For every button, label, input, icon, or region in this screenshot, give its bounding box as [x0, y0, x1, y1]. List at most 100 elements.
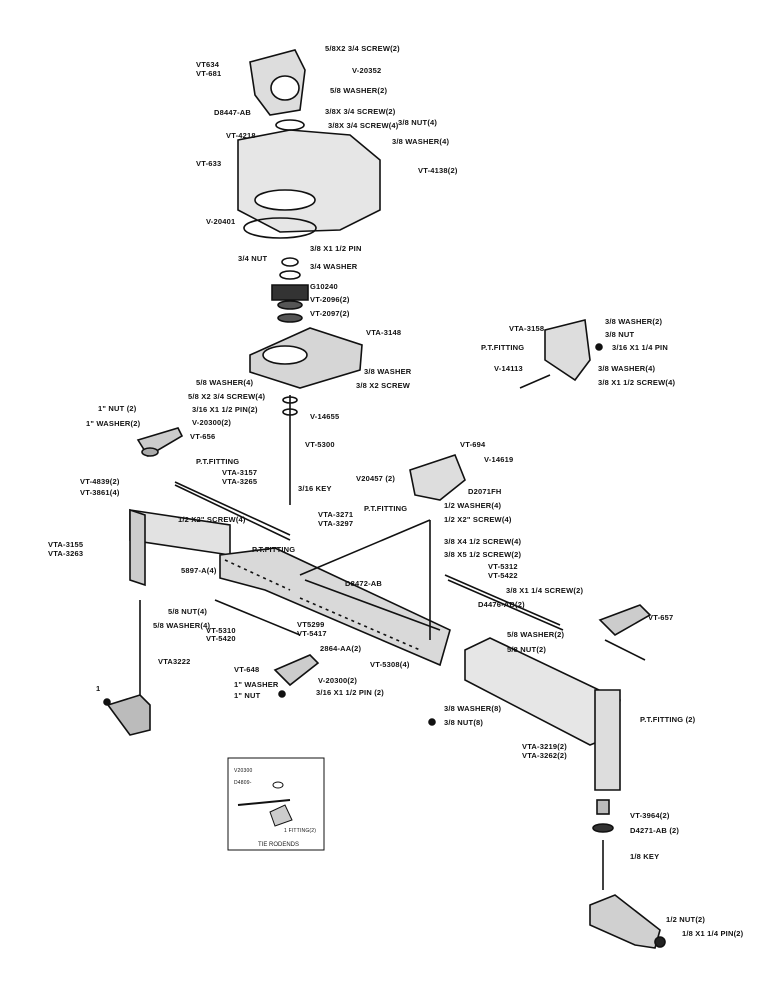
label-screw4-d: 3/8 X4 1/2 SCREW(4)	[444, 537, 522, 546]
label-vta3263: VTA-3263	[48, 549, 84, 558]
label-screw2: 3/8X 3/4 SCREW(2)	[325, 107, 396, 116]
label-vt2097: VT-2097(2)	[310, 309, 350, 318]
label-washer1: 1" WASHER(2)	[86, 419, 141, 428]
label-washer1b: 1" WASHER	[234, 680, 279, 689]
label-d8472: D8472-AB	[345, 579, 383, 588]
label-d2071: D2071FH	[468, 487, 502, 496]
label-pin2-f: 1/8 X1 1/4 PIN(2)	[682, 929, 744, 938]
label-ptfit-r: P.T.FITTING	[481, 343, 525, 352]
label-nut2-e: 5/8 NUT(2)	[507, 645, 547, 654]
label-screw4-b: 5/8 X2 3/4 SCREW(4)	[188, 392, 266, 401]
label-vt2096: VT-2096(2)	[310, 295, 350, 304]
label-s2864: 2864-AA(2)	[320, 644, 362, 653]
label-vt656: VT-656	[190, 432, 216, 441]
label-screw4-c: 1/2 X2" SCREW(4)	[444, 515, 512, 524]
label-washer4: 3/8 WASHER(4)	[392, 137, 450, 146]
label-screw-b: 3/8 X2 SCREW	[356, 381, 411, 390]
label-screw-top: 5/8X2 3/4 SCREW(2)	[325, 44, 400, 53]
label-nut8: 3/8 NUT(8)	[444, 718, 484, 727]
label-v20352: V-20352	[352, 66, 382, 75]
label-vt5312: VT-5312	[488, 562, 518, 571]
label-s5897: 5897-A(4)	[181, 566, 217, 575]
label-washer4-c: 1/2 WASHER(4)	[444, 501, 502, 510]
label-d8447: D8447-AB	[214, 108, 252, 117]
label-washer4-r: 3/8 WASHER(4)	[598, 364, 656, 373]
label-washer2-r: 3/8 WASHER(2)	[605, 317, 663, 326]
label-pin-r: 3/16 X1 1/4 PIN	[612, 343, 668, 352]
label-screw4-r: 3/8 X1 1/2 SCREW(4)	[598, 378, 676, 387]
label-screw4-l: 1/2 X2" SCREW(4)	[178, 515, 246, 524]
label-vt5300: VT-5300	[305, 440, 335, 449]
label-nut1: 1" NUT (2)	[98, 404, 137, 413]
label-vta3222: VTA3222	[158, 657, 191, 666]
label-vta3157: VTA-3157	[222, 468, 258, 477]
label-washer4-b: 5/8 WASHER(4)	[196, 378, 254, 387]
label-ptfit-c: P.T.FITTING	[364, 504, 408, 513]
label-ptfit-c2: P.T.FITTING	[252, 545, 296, 554]
label-pin2-b: 3/16 X1 1/2 PIN (2)	[316, 688, 385, 697]
label-vta3297: VTA-3297	[318, 519, 354, 528]
label-vt5417: VT-5417	[297, 629, 327, 638]
label-nut2-f: 1/2 NUT(2)	[666, 915, 706, 924]
label-g10240: G10240	[310, 282, 338, 291]
label-v20401: V-20401	[206, 217, 236, 226]
label-vt634: VT634	[196, 60, 220, 69]
label-ptfit2: P.T.FITTING (2)	[640, 715, 696, 724]
label-vta3148: VTA-3148	[366, 328, 402, 337]
label-vta3158: VTA-3158	[509, 324, 545, 333]
label-vt633: VT-633	[196, 159, 222, 168]
label-v20300: V-20300(2)	[192, 418, 232, 427]
label-vt4839: VT-4839(2)	[80, 477, 120, 486]
label-nut-r: 3/8 NUT	[605, 330, 635, 339]
label-v14655: V-14655	[310, 412, 340, 421]
label-ptfit-m: P.T.FITTING	[196, 457, 240, 466]
label-vt5422: VT-5422	[488, 571, 518, 580]
label-v20457: V20457 (2)	[356, 474, 396, 483]
label-vta3155: VTA-3155	[48, 540, 84, 549]
label-nut4-l: 5/8 NUT(4)	[168, 607, 208, 616]
label-vt5299: VT5299	[297, 620, 325, 629]
label-key2: 1/8 KEY	[630, 852, 660, 861]
label-nut1b: 1" NUT	[234, 691, 261, 700]
label-d4476: D4476-AB(2)	[478, 600, 525, 609]
label-v14113: V-14113	[494, 364, 523, 373]
label-vt681: VT-681	[196, 69, 222, 78]
label-vt3861: VT-3861(4)	[80, 488, 120, 497]
label-vta3271: VTA-3271	[318, 510, 354, 519]
inset-label-v20300: V20300	[234, 768, 253, 774]
tie-rod-end-inset	[227, 757, 325, 851]
label-nut-a: 3/4 NUT	[238, 254, 268, 263]
label-vt4138: VT-4138(2)	[418, 166, 458, 175]
label-vt694: VT-694	[460, 440, 486, 449]
label-vta3219: VTA-3219(2)	[522, 742, 567, 751]
label-washer-top: 5/8 WASHER(2)	[330, 86, 388, 95]
inset-title: TIE RODENDS	[258, 842, 300, 848]
label-vt4218: VT-4218	[226, 131, 256, 140]
label-vt5420: VT-5420	[206, 634, 236, 643]
label-screw2-e: 3/8 X1 1/4 SCREW(2)	[506, 586, 584, 595]
label-vt3964: VT-3964(2)	[630, 811, 670, 820]
label-pin2-a: 3/16 X1 1/2 PIN(2)	[192, 405, 258, 414]
label-vt5310: VT-5310	[206, 626, 236, 635]
label-screw2-d: 3/8 X5 1/2 SCREW(2)	[444, 550, 522, 559]
label-nut4: 3/8 NUT(4)	[398, 118, 438, 127]
label-d4271: D4271-AB (2)	[630, 826, 680, 835]
label-key: 3/16 KEY	[298, 484, 332, 493]
label-vt5308: VT-5308(4)	[370, 660, 410, 669]
label-washer-b: 3/8 WASHER	[364, 367, 412, 376]
steering-housing	[237, 129, 381, 233]
label-screw4: 3/8X 3/4 SCREW(4)	[328, 121, 399, 130]
label-vt648: VT-648	[234, 665, 260, 674]
label-vta3265: VTA-3265	[222, 477, 258, 486]
label-washer-a: 3/4 WASHER	[310, 262, 358, 271]
label-washer4-l: 5/8 WASHER(4)	[153, 621, 211, 630]
label-vt657: VT-657	[648, 613, 674, 622]
label-v20300b: V-20300(2)	[318, 676, 358, 685]
label-washer2-e: 5/8 WASHER(2)	[507, 630, 565, 639]
inset-label-fitting: 1 FITTING(2)	[284, 828, 317, 834]
label-washer8: 3/8 WASHER(8)	[444, 704, 502, 713]
inset-label-d: D4809-	[234, 780, 252, 786]
label-vta3262: VTA-3262(2)	[522, 751, 567, 760]
